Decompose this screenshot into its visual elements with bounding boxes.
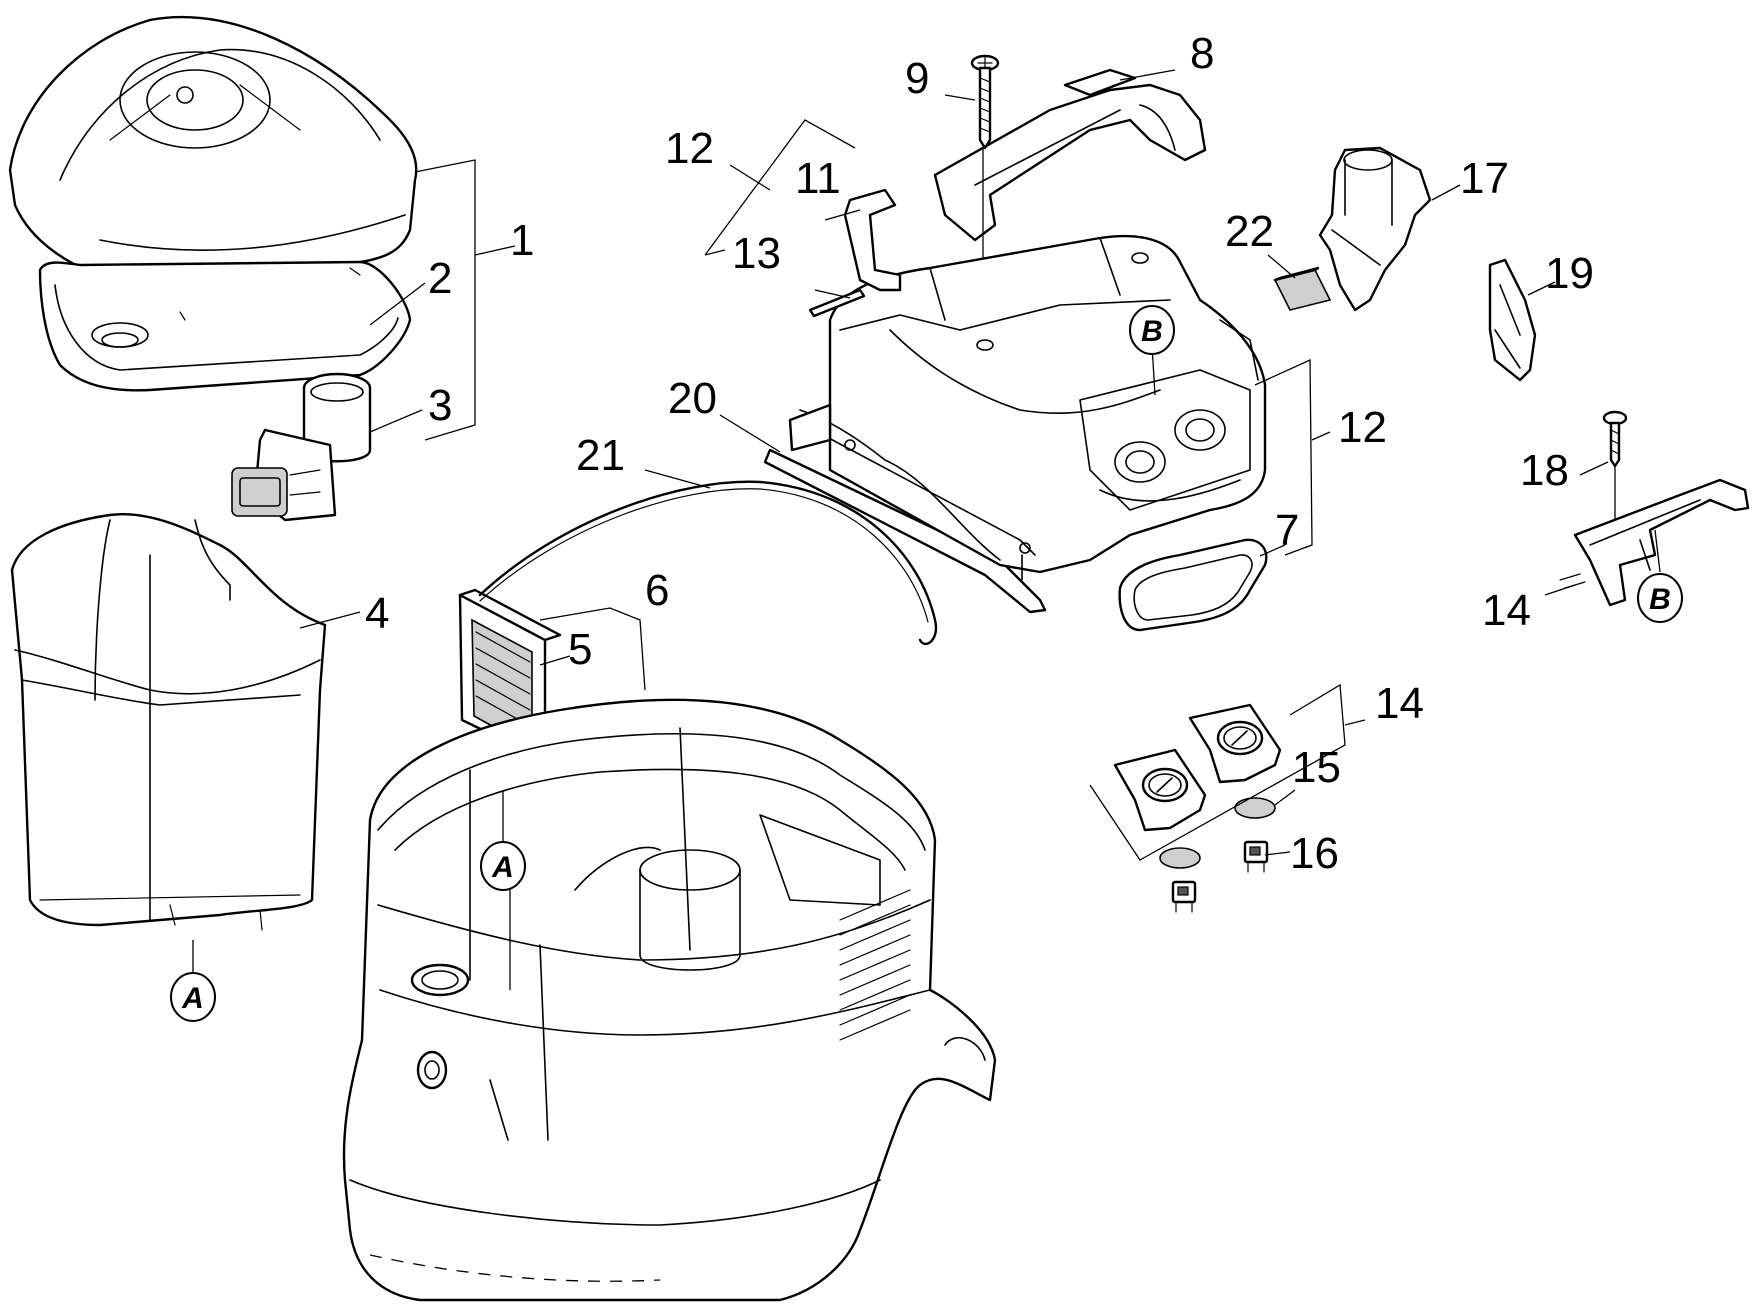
callout-11: 11 bbox=[795, 154, 841, 203]
part-lid bbox=[8, 15, 418, 286]
part-seal-ring bbox=[478, 480, 938, 646]
part-screw-handle bbox=[970, 54, 1000, 345]
ref-b-housing: B bbox=[1129, 305, 1175, 355]
callout-6: 6 bbox=[645, 566, 669, 615]
callout-19: 19 bbox=[1545, 249, 1594, 298]
part-tank-body bbox=[342, 698, 997, 1302]
callout-14-switch: 14 bbox=[1375, 679, 1424, 728]
svg-text:B: B bbox=[1649, 583, 1671, 616]
callout-16: 16 bbox=[1290, 829, 1339, 878]
ref-a-tank: A bbox=[480, 841, 526, 891]
part-float-valve bbox=[231, 372, 372, 522]
callout-13: 13 bbox=[732, 229, 781, 278]
reference-markers: A A B B bbox=[170, 305, 1683, 1022]
callout-12-right: 12 bbox=[1338, 403, 1387, 452]
part-screw-small bbox=[1602, 410, 1628, 520]
svg-text:B: B bbox=[1141, 315, 1163, 348]
callout-5: 5 bbox=[568, 625, 592, 674]
callout-12-top: 12 bbox=[665, 124, 714, 173]
callout-1: 1 bbox=[510, 216, 534, 265]
part-lid-tray bbox=[38, 260, 412, 392]
part-carry-handle bbox=[933, 68, 1207, 242]
part-small-block bbox=[1273, 266, 1332, 311]
ref-a-basket: A bbox=[170, 972, 216, 1022]
part-gasket bbox=[1118, 538, 1268, 632]
callout-labels: 1 2 3 4 5 6 7 8 9 11 12 12 13 14 14 15 1… bbox=[365, 29, 1594, 878]
callout-4: 4 bbox=[365, 589, 389, 638]
part-motor-housing bbox=[788, 234, 1267, 581]
ref-b-bracket: B bbox=[1637, 573, 1683, 623]
part-switch-knobs bbox=[1113, 703, 1282, 913]
callout-17: 17 bbox=[1460, 154, 1509, 203]
callout-18: 18 bbox=[1520, 446, 1569, 495]
callout-3: 3 bbox=[428, 381, 452, 430]
callout-7: 7 bbox=[1275, 506, 1299, 555]
callout-8: 8 bbox=[1190, 29, 1214, 78]
part-housing-cover bbox=[1318, 146, 1432, 312]
svg-text:A: A bbox=[181, 982, 204, 1015]
leader-lines bbox=[192, 69, 1661, 990]
part-dirt-container bbox=[10, 513, 327, 931]
callout-14-right: 14 bbox=[1482, 586, 1531, 635]
callout-9: 9 bbox=[905, 54, 929, 103]
part-side-panel bbox=[1488, 258, 1537, 382]
callout-20: 20 bbox=[668, 374, 717, 423]
part-clip bbox=[843, 188, 902, 292]
callout-21: 21 bbox=[576, 431, 625, 480]
part-mounting-bracket bbox=[1559, 478, 1750, 607]
callout-15: 15 bbox=[1292, 743, 1341, 792]
svg-text:A: A bbox=[491, 851, 514, 884]
callout-2: 2 bbox=[428, 254, 452, 303]
callout-22: 22 bbox=[1225, 207, 1274, 256]
